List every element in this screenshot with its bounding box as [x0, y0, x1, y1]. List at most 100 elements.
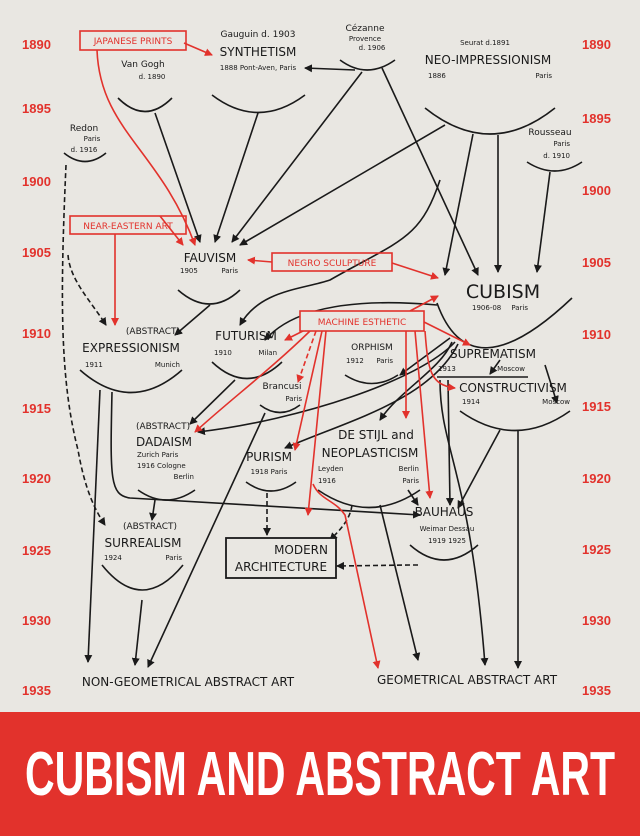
year-label: 1910 [582, 327, 611, 342]
svg-text:1905: 1905 [180, 267, 198, 275]
book-title: CUBISM AND ABSTRACT ART [25, 740, 615, 809]
svg-text:Zurich Paris: Zurich Paris [137, 451, 179, 459]
node-neo-impressionism: Seurat d.1891 NEO-IMPRESSIONISM 1886 Par… [425, 39, 553, 80]
machine-esthetic-box: MACHINE ESTHETIC [299, 310, 425, 332]
node-de-stijl: DE STIJL and NEOPLASTICISM Leyden Berlin… [318, 428, 419, 485]
year-label: 1905 [582, 255, 611, 270]
node-van-gogh: Van Gogh d. 1890 [121, 60, 165, 81]
svg-text:Paris: Paris [402, 477, 419, 485]
svg-text:Rousseau: Rousseau [528, 128, 571, 138]
svg-text:SUPREMATISM: SUPREMATISM [450, 347, 536, 361]
svg-text:CUBISM: CUBISM [466, 281, 540, 303]
svg-text:Milan: Milan [258, 349, 277, 357]
svg-text:Provence: Provence [349, 35, 381, 43]
svg-text:d. 1910: d. 1910 [543, 152, 570, 160]
svg-text:JAPANESE PRINTS: JAPANESE PRINTS [93, 37, 173, 47]
year-label: 1890 [22, 37, 51, 52]
non-geometrical-abstract-art: NON-GEOMETRICAL ABSTRACT ART [82, 675, 295, 689]
node-constructivism: CONSTRUCTIVISM 1914 Moscow [459, 381, 570, 406]
year-label: 1920 [582, 471, 611, 486]
year-label: 1910 [22, 326, 51, 341]
svg-text:1910: 1910 [214, 349, 232, 357]
svg-text:Van Gogh: Van Gogh [121, 60, 164, 70]
svg-text:NEGRO SCULPTURE: NEGRO SCULPTURE [288, 259, 377, 269]
svg-text:1911: 1911 [85, 361, 103, 369]
node-rousseau: Rousseau Paris d. 1910 [528, 128, 571, 160]
svg-text:CONSTRUCTIVISM: CONSTRUCTIVISM [459, 381, 567, 395]
svg-text:DADAISM: DADAISM [136, 435, 192, 449]
svg-text:1924: 1924 [104, 554, 122, 562]
svg-text:(ABSTRACT): (ABSTRACT) [123, 522, 177, 532]
svg-text:1919 1925: 1919 1925 [428, 537, 466, 545]
svg-text:SYNTHETISM: SYNTHETISM [220, 45, 297, 59]
svg-text:Munich: Munich [155, 361, 180, 369]
svg-text:1916 Cologne: 1916 Cologne [137, 462, 186, 470]
svg-text:1886: 1886 [428, 72, 446, 80]
svg-text:1913: 1913 [438, 365, 456, 373]
svg-text:Paris: Paris [221, 267, 238, 275]
year-label: 1935 [582, 683, 611, 698]
svg-text:Cézanne: Cézanne [345, 23, 384, 34]
svg-text:d. 1906: d. 1906 [359, 44, 386, 52]
year-label: 1925 [22, 543, 51, 558]
node-purism: PURISM 1918 Paris [246, 450, 292, 476]
svg-text:1918 Paris: 1918 Paris [251, 468, 288, 476]
year-label: 1905 [22, 245, 51, 260]
svg-text:SURREALISM: SURREALISM [104, 536, 181, 550]
svg-text:Moscow: Moscow [542, 398, 570, 406]
svg-text:BAUHAUS: BAUHAUS [415, 505, 474, 519]
year-label: 1915 [582, 399, 611, 414]
influence-lines [61, 64, 559, 669]
svg-text:Paris: Paris [376, 357, 393, 365]
svg-text:d. 1890: d. 1890 [139, 73, 166, 81]
year-label: 1895 [22, 101, 51, 116]
svg-text:DE STIJL and: DE STIJL and [338, 428, 414, 442]
year-label: 1930 [22, 613, 51, 628]
svg-text:1888 Pont-Aven, Paris: 1888 Pont-Aven, Paris [220, 64, 297, 72]
node-cubism: CUBISM 1906-08 Paris [466, 281, 540, 312]
svg-text:NEAR-EASTERN ART: NEAR-EASTERN ART [83, 222, 173, 232]
svg-text:NEO-IMPRESSIONISM: NEO-IMPRESSIONISM [425, 53, 551, 67]
node-cezanne: Cézanne Provence d. 1906 [345, 23, 385, 52]
svg-text:Berlin: Berlin [174, 473, 194, 481]
svg-text:Brancusi: Brancusi [263, 382, 302, 392]
year-label: 1900 [582, 183, 611, 198]
svg-text:(ABSTRACT): (ABSTRACT) [126, 327, 180, 337]
negro-sculpture-box: NEGRO SCULPTURE [271, 252, 393, 272]
node-synthetism: Gauguin d. 1903 SYNTHETISM 1888 Pont-Ave… [220, 30, 297, 72]
svg-text:Gauguin d. 1903: Gauguin d. 1903 [220, 30, 295, 40]
node-dadaism: (ABSTRACT) DADAISM Zurich Paris 1916 Col… [136, 422, 194, 481]
svg-text:FAUVISM: FAUVISM [184, 251, 237, 265]
node-surrealism: (ABSTRACT) SURREALISM 1924 Paris [104, 522, 182, 562]
node-expressionism: (ABSTRACT) EXPRESSIONISM 1911 Munich [82, 327, 180, 369]
svg-text:Redon: Redon [70, 124, 98, 134]
year-scale-left: 1890 1895 1900 1905 1910 1915 1920 1925 … [22, 37, 51, 698]
svg-text:MACHINE ESTHETIC: MACHINE ESTHETIC [318, 318, 407, 328]
svg-text:Leyden: Leyden [318, 465, 343, 473]
svg-text:1914: 1914 [462, 398, 480, 406]
year-label: 1930 [582, 613, 611, 628]
node-orphism: ORPHISM 1912 Paris [346, 343, 393, 365]
svg-text:Paris: Paris [553, 140, 570, 148]
node-fauvism: FAUVISM 1905 Paris [180, 251, 238, 275]
svg-text:FUTURISM: FUTURISM [215, 329, 277, 343]
svg-text:MODERN: MODERN [274, 543, 328, 557]
year-label: 1925 [582, 542, 611, 557]
node-redon: Redon Paris d. 1916 [70, 124, 101, 154]
node-suprematism: SUPREMATISM 1913 Moscow [438, 347, 536, 373]
svg-text:Moscow: Moscow [497, 365, 525, 373]
svg-text:1912: 1912 [346, 357, 364, 365]
geometrical-abstract-art: GEOMETRICAL ABSTRACT ART [377, 673, 558, 687]
year-label: 1895 [582, 111, 611, 126]
year-label: 1900 [22, 174, 51, 189]
year-label: 1920 [22, 471, 51, 486]
node-brancusi: Brancusi Paris [263, 382, 303, 403]
svg-text:ORPHISM: ORPHISM [351, 343, 393, 353]
svg-text:Paris: Paris [285, 395, 302, 403]
svg-text:Weimar Dessau: Weimar Dessau [420, 525, 475, 533]
svg-text:PURISM: PURISM [246, 450, 292, 464]
svg-text:(ABSTRACT): (ABSTRACT) [136, 422, 190, 432]
year-label: 1935 [22, 683, 51, 698]
